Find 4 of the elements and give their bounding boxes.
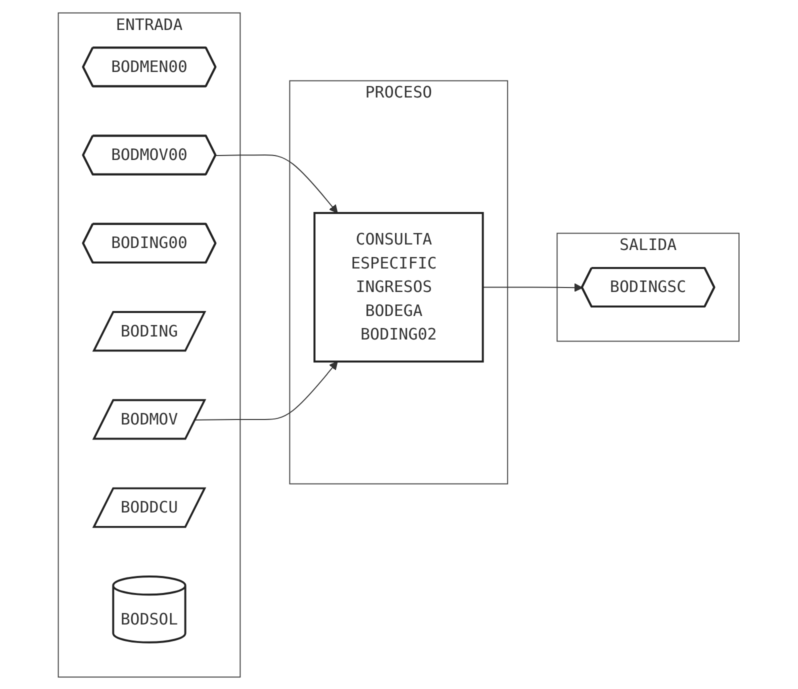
node-box: CONSULTA ESPECIFIC INGRESOS BODEGA BODING02 xyxy=(314,211,484,362)
arrow xyxy=(195,360,338,420)
arrow xyxy=(216,154,338,213)
arrow xyxy=(482,282,584,292)
